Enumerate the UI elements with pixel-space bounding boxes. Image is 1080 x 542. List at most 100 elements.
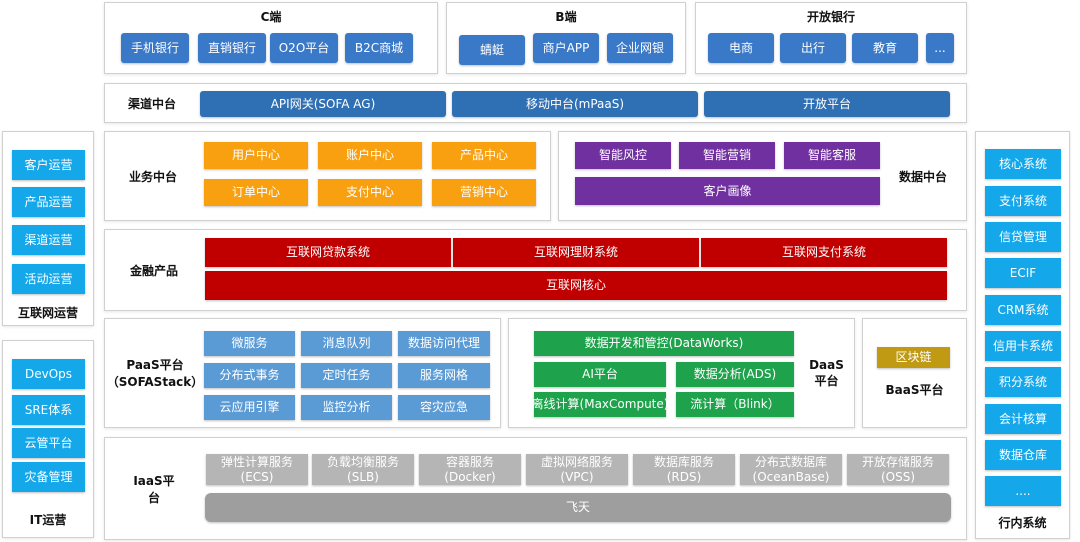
points-system[interactable]: 积分系统 [985,367,1061,397]
open-item-ecommerce[interactable]: 电商 [708,33,774,63]
b-end-panel: B端 蜻蜓 商户APP 企业网银 [446,2,686,74]
iaas-service-code: (VPC) [560,469,594,484]
data-platform-title: 数据中台 [898,169,947,184]
c-item-mobile-banking[interactable]: 手机银行 [121,33,189,63]
open-platform[interactable]: 开放平台 [704,91,950,117]
iaas-service-code: (SLB) [347,469,379,484]
baas-title: BaaS平台 [885,382,944,397]
iaas-service-vpc[interactable]: 虚拟网络服务 (VPC) [526,454,628,485]
service-mesh[interactable]: 服务网格 [398,363,490,388]
credit-management[interactable]: 信贷管理 [985,222,1061,252]
iaas-title: IaaS平 台 [109,438,199,539]
product-center[interactable]: 产品中心 [432,142,536,169]
c-item-b2c[interactable]: B2C商城 [345,33,413,63]
distributed-transaction[interactable]: 分布式事务 [204,363,295,388]
open-item-more[interactable]: ... [926,33,954,63]
c-end-title: C端 [260,9,282,24]
iaas-service-name: 负载均衡服务 [326,455,399,470]
iaas-service-slb[interactable]: 负载均衡服务 (SLB) [312,454,414,485]
activity-operation[interactable]: 活动运营 [12,264,85,294]
financial-products-panel: 金融产品 互联网贷款系统 互联网理财系统 互联网支付系统 互联网核心 [104,229,967,311]
internet-ops-panel: 客户运营 产品运营 渠道运营 活动运营 互联网运营 [2,131,94,326]
iaas-service-oss[interactable]: 开放存储服务 (OSS) [847,454,949,485]
iaas-service-rds[interactable]: 数据库服务 (RDS) [633,454,735,485]
core-system[interactable]: 核心系统 [985,149,1061,179]
iaas-service-code: (OSS) [880,469,916,484]
internet-core[interactable]: 互联网核心 [205,271,947,300]
iaas-service-name: 虚拟网络服务 [540,455,613,470]
iaas-service-docker[interactable]: 容器服务 (Docker) [419,454,521,485]
paas-title-line2: （SOFAStack） [106,375,204,389]
scheduled-task[interactable]: 定时任务 [301,363,392,388]
paas-title: PaaS平台 （SOFAStack） [106,319,204,427]
paas-panel: PaaS平台 （SOFAStack） 微服务 消息队列 数据访问代理 分布式事务… [104,318,501,428]
mobile-platform[interactable]: 移动中台(mPaaS) [452,91,698,117]
iaas-service-code: (Docker) [444,469,496,484]
channel-platform-title: 渠道中台 [127,96,176,111]
b-item-qingting[interactable]: 蜻蜓 [459,35,525,65]
offline-compute[interactable]: 离线计算(MaxCompute) [532,392,668,417]
payment-center[interactable]: 支付中心 [318,179,422,206]
blockchain[interactable]: 区块链 [877,347,950,368]
c-item-direct-banking[interactable]: 直销银行 [198,33,266,63]
open-banking-panel: 开放银行 电商 出行 教育 ... [695,2,967,74]
open-item-travel[interactable]: 出行 [780,33,846,63]
b-item-merchant-app[interactable]: 商户APP [533,33,599,63]
it-ops-title: IT运营 [29,512,67,527]
devops[interactable]: DevOps [12,359,85,389]
iaas-service-ecs[interactable]: 弹性计算服务 (ECS) [206,454,308,485]
smart-risk-control[interactable]: 智能风控 [575,142,671,169]
microservice[interactable]: 微服务 [204,331,295,356]
order-center[interactable]: 订单中心 [204,179,308,206]
disaster-backup-management[interactable]: 灾备管理 [12,462,85,492]
dataworks[interactable]: 数据开发和管控(DataWorks) [534,331,794,356]
daas-panel: 数据开发和管控(DataWorks) AI平台 数据分析(ADS) 离线计算(M… [508,318,855,428]
iaas-title-line1: IaaS平 [133,473,175,488]
customer-operation[interactable]: 客户运营 [12,150,85,180]
disaster-emergency[interactable]: 容灾应急 [398,395,490,420]
payment-system[interactable]: 支付系统 [985,186,1061,216]
smart-marketing[interactable]: 智能营销 [679,142,775,169]
ecif[interactable]: ECIF [985,258,1061,288]
iaas-service-oceanbase[interactable]: 分布式数据库 (OceanBase) [740,454,842,485]
sre-system[interactable]: SRE体系 [12,395,85,425]
iaas-service-code: (RDS) [666,469,702,484]
channel-operation[interactable]: 渠道运营 [12,225,85,255]
crm-system[interactable]: CRM系统 [985,295,1061,325]
smart-customer-service[interactable]: 智能客服 [784,142,880,169]
feitian-base[interactable]: 飞天 [205,493,951,522]
customer-profile[interactable]: 客户画像 [575,177,880,205]
user-center[interactable]: 用户中心 [204,142,308,169]
data-analysis-ads[interactable]: 数据分析(ADS) [676,362,794,387]
ai-platform[interactable]: AI平台 [534,362,666,387]
api-gateway[interactable]: API网关(SOFA AG) [200,91,446,117]
accounting-system[interactable]: 会计核算 [985,404,1061,434]
bank-systems-title: 行内系统 [998,515,1047,530]
open-banking-title: 开放银行 [806,9,855,24]
data-access-proxy[interactable]: 数据访问代理 [398,331,490,356]
credit-card-system[interactable]: 信用卡系统 [985,331,1061,361]
channel-platform-panel: 渠道中台 API网关(SOFA AG) 移动中台(mPaaS) 开放平台 [104,83,967,123]
iaas-service-name: 容器服务 [445,455,494,470]
account-center[interactable]: 账户中心 [318,142,422,169]
it-ops-panel: DevOps SRE体系 云管平台 灾备管理 IT运营 [2,340,94,538]
internet-loan-system[interactable]: 互联网贷款系统 [205,238,451,267]
product-operation[interactable]: 产品运营 [12,187,85,217]
cloud-management[interactable]: 云管平台 [12,428,85,458]
internet-payment-system[interactable]: 互联网支付系统 [701,238,947,267]
stream-compute[interactable]: 流计算（Blink） [676,392,794,417]
daas-title-line1: DaaS [809,357,844,372]
message-queue[interactable]: 消息队列 [301,331,392,356]
iaas-title-line2: 台 [147,490,160,505]
open-item-education[interactable]: 教育 [852,33,918,63]
data-warehouse[interactable]: 数据仓库 [985,440,1061,470]
monitoring-analysis[interactable]: 监控分析 [301,395,392,420]
cloud-app-engine[interactable]: 云应用引擎 [204,395,295,420]
marketing-center[interactable]: 营销中心 [432,179,536,206]
b-item-corporate-banking[interactable]: 企业网银 [607,33,673,63]
internet-wealth-system[interactable]: 互联网理财系统 [453,238,699,267]
iaas-service-code: (ECS) [240,469,274,484]
business-platform-title: 业务中台 [128,169,177,184]
bank-systems-more[interactable]: .... [985,476,1061,506]
c-item-o2o[interactable]: O2O平台 [270,33,338,63]
